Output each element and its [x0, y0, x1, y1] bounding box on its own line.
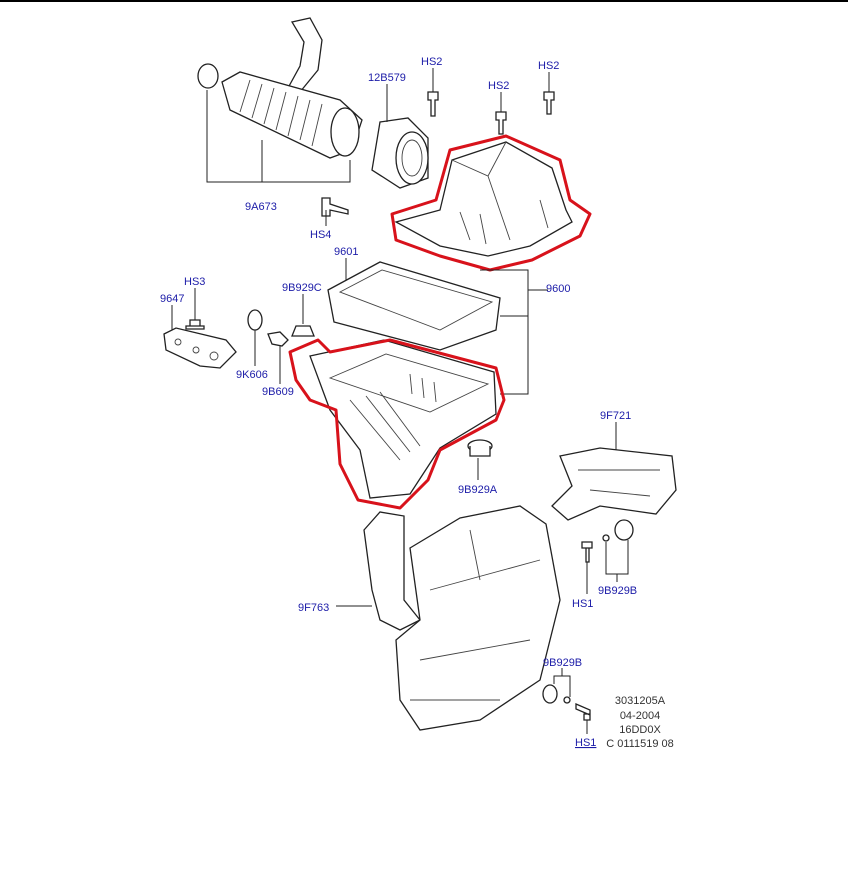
label-9b609[interactable]: 9B609: [262, 386, 294, 398]
ref-line-3: 16DD0X: [619, 724, 661, 736]
label-hs2-a[interactable]: HS2: [421, 56, 442, 68]
label-9647[interactable]: 9647: [160, 293, 184, 305]
label-hs3[interactable]: HS3: [184, 276, 205, 288]
screw-hs1-b[interactable]: [575, 703, 591, 721]
screw-hs3[interactable]: [185, 319, 205, 330]
screw-hs4[interactable]: [321, 197, 349, 217]
resonator-9f763[interactable]: [363, 505, 561, 731]
maf-sensor-12b579[interactable]: [371, 117, 429, 189]
ref-line-2: 04-2004: [620, 710, 660, 722]
label-hs1-b[interactable]: HS1: [575, 737, 596, 749]
ref-line-4: C 0111519 08: [606, 738, 673, 750]
filter-element-9601[interactable]: [327, 261, 501, 351]
intake-hose-9a673[interactable]: [197, 17, 363, 159]
ref-line-1: 3031205A: [615, 695, 666, 707]
label-9f721[interactable]: 9F721: [600, 410, 631, 422]
bracket-9647[interactable]: [163, 327, 237, 369]
label-hs2-c[interactable]: HS2: [538, 60, 559, 72]
air-cleaner-body[interactable]: [309, 339, 497, 499]
label-12b579[interactable]: 12B579: [368, 72, 406, 84]
top-border: [0, 0, 848, 2]
label-9a673[interactable]: 9A673: [245, 201, 277, 213]
mount-9b929c[interactable]: [291, 325, 315, 337]
label-hs1-a[interactable]: HS1: [572, 598, 593, 610]
leader-9b929b-a: [605, 540, 629, 582]
highlight-cover: [390, 134, 592, 272]
screw-hs2-a[interactable]: [427, 91, 439, 117]
mount-9b929b-b[interactable]: [542, 684, 571, 704]
label-9b929b-b[interactable]: 9B929B: [543, 657, 582, 669]
label-9601[interactable]: 9601: [334, 246, 358, 258]
leader-9600: [480, 269, 548, 395]
label-9b929b-a[interactable]: 9B929B: [598, 585, 637, 597]
label-9k606[interactable]: 9K606: [236, 369, 268, 381]
label-hs4[interactable]: HS4: [310, 229, 331, 241]
label-hs2-b[interactable]: HS2: [488, 80, 509, 92]
label-9b929c[interactable]: 9B929C: [282, 282, 322, 294]
air-cleaner-cover[interactable]: [394, 141, 573, 257]
leader-9a673: [206, 90, 351, 183]
label-9600[interactable]: 9600: [546, 283, 570, 295]
screw-hs1-a[interactable]: [581, 541, 593, 563]
leader-9b929b-b: [553, 668, 571, 697]
highlight-body: [288, 338, 506, 510]
screw-hs2-b[interactable]: [495, 111, 507, 135]
label-9f763[interactable]: 9F763: [298, 602, 329, 614]
screw-hs2-c[interactable]: [543, 91, 555, 115]
grommet-9k606[interactable]: [247, 309, 263, 331]
mount-9b929a[interactable]: [467, 439, 493, 457]
mount-9b929b-a[interactable]: [602, 519, 634, 542]
clip-9b609[interactable]: [267, 331, 289, 347]
duct-9f721[interactable]: [551, 447, 677, 521]
label-9b929a[interactable]: 9B929A: [458, 484, 498, 496]
